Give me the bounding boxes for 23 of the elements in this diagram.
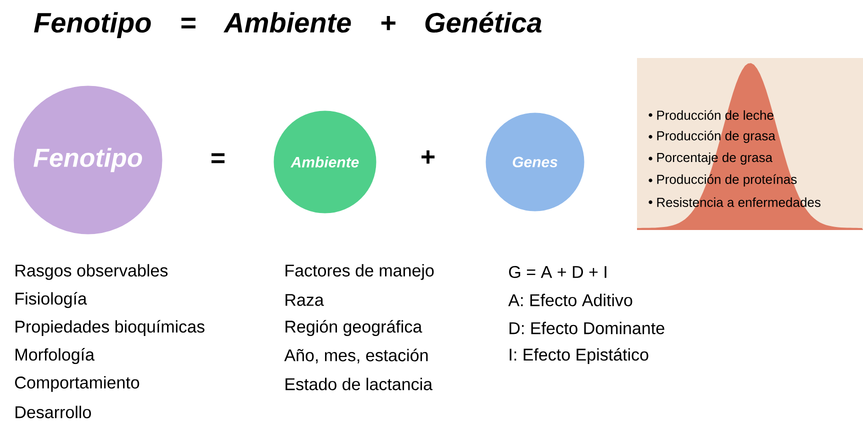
list-text: A: Efecto Aditivo xyxy=(508,294,632,306)
title: Fenotipo = Ambiente + Genética xyxy=(34,12,542,38)
equals-sign: = xyxy=(212,153,225,164)
list-text: Estado de lactancia xyxy=(286,378,433,390)
list-text: Comportamiento xyxy=(15,376,140,392)
list-text: Propiedades bioquímicas xyxy=(16,320,204,336)
list-text: Año, mes, estación xyxy=(284,348,428,364)
list-item: Porcentaje de grasa xyxy=(657,152,773,165)
list-item: Producción de proteínas xyxy=(657,174,797,187)
list-text: Raza xyxy=(286,294,324,306)
list-text: D: Efecto Dominante xyxy=(510,322,664,334)
list-text: Fisiología xyxy=(16,292,87,308)
list-text: Factores de manejo xyxy=(286,264,434,280)
list-item: Producción de grasa xyxy=(657,130,776,143)
list-text: Región geográfica xyxy=(286,320,422,336)
list-item: Producción de leche xyxy=(657,110,774,120)
list-text: Desarrollo xyxy=(16,406,91,418)
list-text: Rasgos observables xyxy=(16,264,168,280)
plus-sign: + xyxy=(422,150,435,164)
list-item: Resistencia a enfermedades xyxy=(657,197,820,207)
list-text: G = A + D + I xyxy=(509,266,606,278)
list-text: Morfología xyxy=(16,348,95,364)
list-text: I: Efecto Epistático xyxy=(510,348,648,364)
